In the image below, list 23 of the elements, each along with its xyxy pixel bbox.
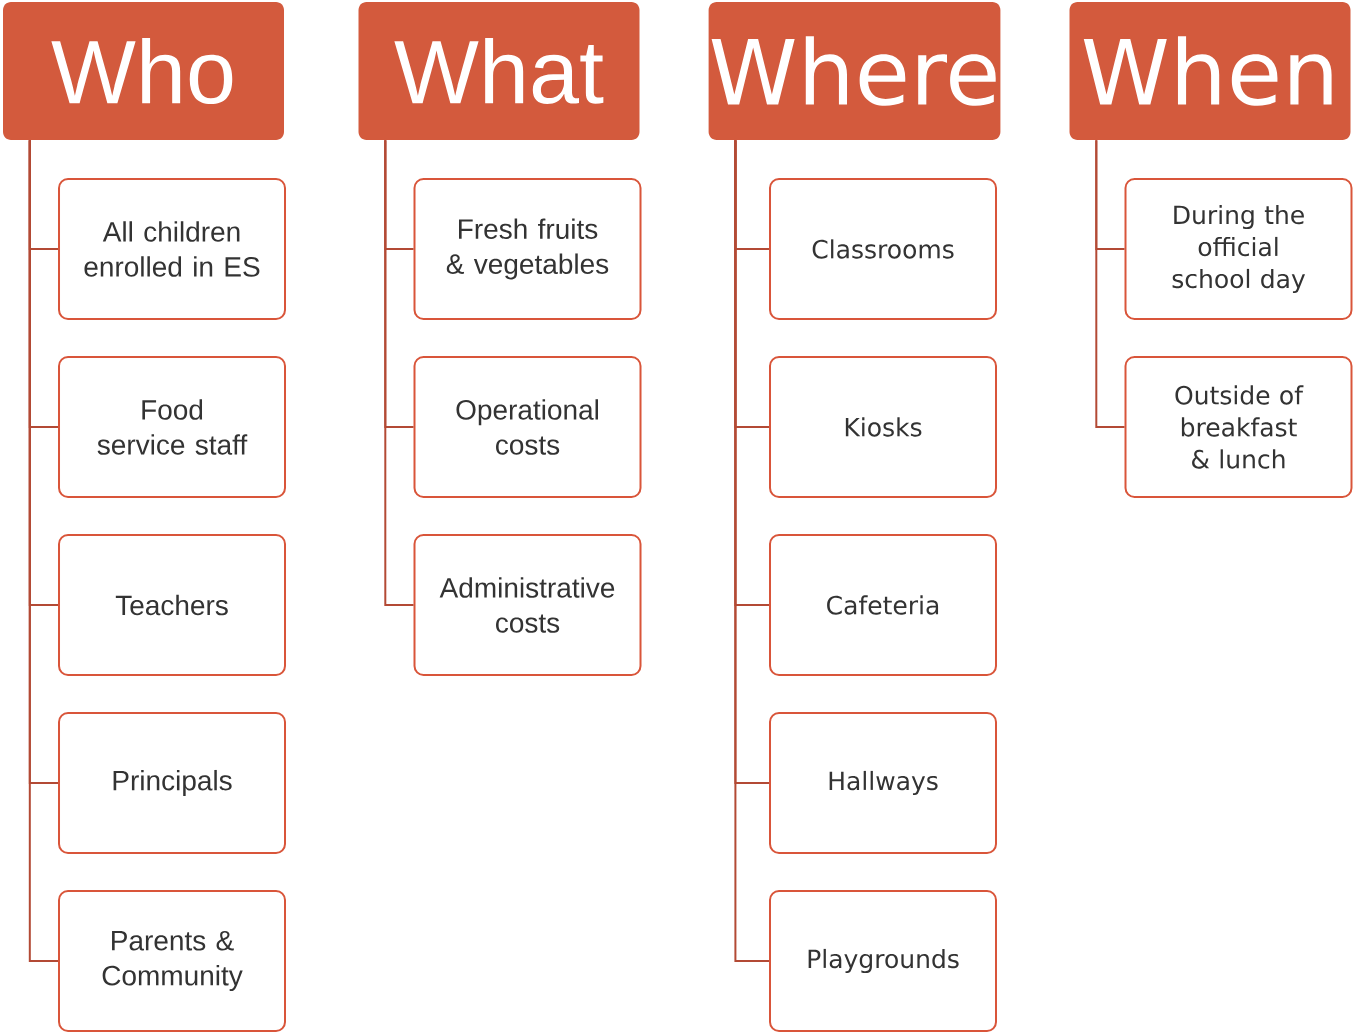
item-box: Kiosks (769, 356, 997, 498)
item-box: Classrooms (769, 178, 997, 320)
item-box: Hallways (769, 712, 997, 854)
item-box: Fresh fruits & vegetables (413, 178, 642, 320)
item-box: Parents & Community (58, 890, 286, 1032)
connector-line (384, 139, 415, 606)
header-box: When (1069, 2, 1351, 140)
item-box: Administrative costs (413, 534, 642, 676)
connector-line (1095, 139, 1126, 428)
item-box: Outside of breakfast & lunch (1124, 356, 1353, 498)
item-box: During the official school day (1124, 178, 1353, 320)
header-box: Where (708, 2, 1001, 140)
item-box: Food service staff (58, 356, 286, 498)
connector-line (734, 139, 770, 962)
item-box: Operational costs (413, 356, 642, 498)
item-box: Playgrounds (769, 890, 997, 1032)
item-box: Teachers (58, 534, 286, 676)
item-box: Principals (58, 712, 286, 854)
header-box: What (358, 2, 640, 140)
header-box: Who (3, 2, 284, 140)
item-box: All children enrolled in ES (58, 178, 286, 320)
item-box: Cafeteria (769, 534, 997, 676)
connector-line (28, 139, 59, 962)
